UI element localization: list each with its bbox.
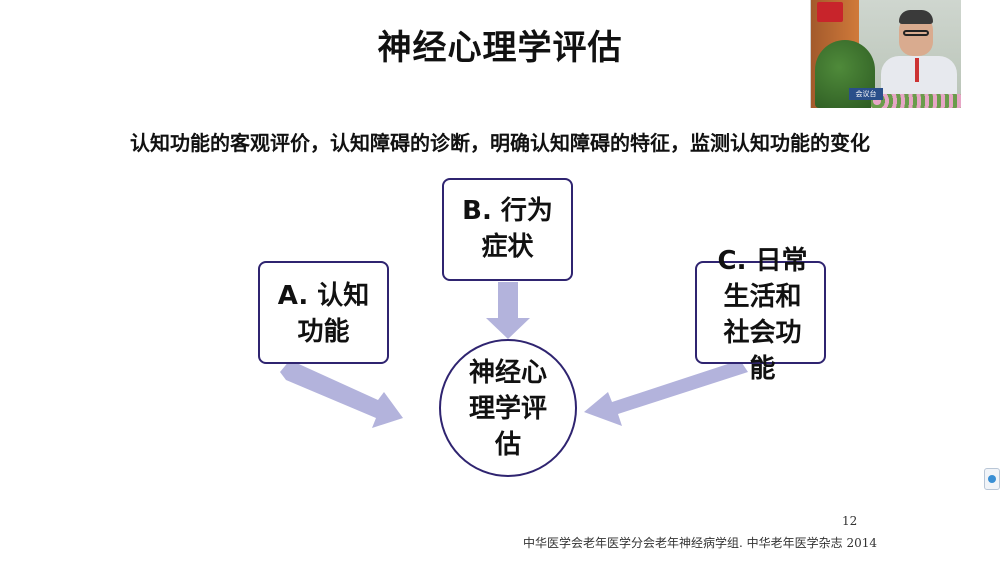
glasses — [903, 30, 929, 36]
box-c-line2: 生活和 — [723, 282, 802, 312]
arrow-c-to-center — [584, 360, 748, 426]
box-c-line1: C. 日常 — [717, 246, 808, 276]
center-line2: 理学评 — [468, 394, 547, 424]
lanyard — [915, 58, 919, 82]
nameplate: 会议台 — [849, 88, 883, 100]
box-b-line1: B. 行为 — [462, 196, 553, 226]
center-line3: 估 — [494, 430, 521, 460]
flowers — [871, 94, 961, 108]
page-number: 12 — [842, 514, 858, 528]
center-circle: 神经心 理学评 估 — [439, 339, 577, 477]
box-c-line3: 社会功 — [723, 318, 802, 348]
box-a-line1: A. 认知 — [277, 281, 370, 311]
speaker-video-thumbnail[interactable]: 会议台 — [810, 0, 961, 108]
box-cognitive-function: A. 认知 功能 — [258, 261, 389, 364]
citation: 中华医学会老年医学分会老年神经病学组. 中华老年医学杂志 2014 — [523, 536, 877, 550]
red-sign — [817, 2, 843, 22]
box-daily-social-function: C. 日常 生活和 社会功 能 — [695, 246, 826, 384]
box-behavioral-symptoms: B. 行为 症状 — [442, 178, 573, 281]
box-c-line4: 能 — [749, 354, 776, 384]
side-panel-icon[interactable] — [984, 468, 1000, 490]
arrow-a-to-center — [280, 360, 403, 428]
center-line1: 神经心 — [468, 358, 547, 388]
box-a-line2: 功能 — [297, 317, 350, 347]
slide-subtitle: 认知功能的客观评价，认知障碍的诊断，明确认知障碍的特征，监测认知功能的变化 — [130, 131, 870, 155]
slide-title: 神经心理学评估 — [377, 28, 623, 68]
box-b-line2: 症状 — [481, 232, 534, 262]
arrow-b-to-center — [486, 282, 530, 339]
speaker-hair — [899, 10, 933, 24]
